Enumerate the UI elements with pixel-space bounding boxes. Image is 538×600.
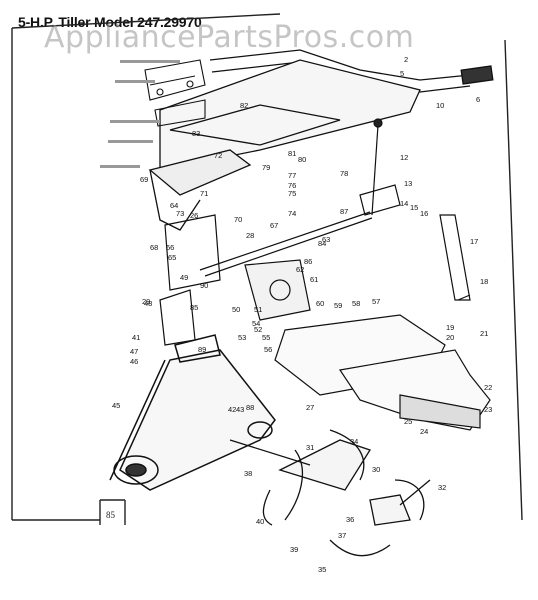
callout: 54 [252,319,260,328]
callout: 81 [288,149,296,158]
callout: 70 [234,215,242,224]
callout: 21 [480,329,488,338]
tine-shield [274,314,491,431]
callout: 59 [334,301,342,310]
callout: 12 [400,153,408,162]
callout: 69 [140,175,148,184]
callout: 43 [236,405,244,414]
callout: 47 [130,347,138,356]
callout: 49 [180,273,188,282]
callout: 73 [176,209,184,218]
callout: 62 [296,265,304,274]
callout: 36 [346,515,354,524]
callout: 66 [166,243,174,252]
callout: 20 [446,333,454,342]
callout: 65 [168,253,176,262]
callout: 14 [400,199,408,208]
callout: 2 [404,55,408,64]
upper-bracket [144,59,206,127]
callout: 88 [246,403,254,412]
callout: 82 [240,101,248,110]
callout: 41 [132,333,140,342]
callout: 72 [214,151,222,160]
callout: 84 [318,239,326,248]
callout: 79 [262,163,270,172]
callout: 18 [480,277,488,286]
callout: 76 [288,181,296,190]
callout: 55 [262,333,270,342]
callout: 89 [198,345,206,354]
callout: 19 [446,323,454,332]
callout: 22 [484,383,492,392]
callout: 74 [288,209,296,218]
callout: 60 [316,299,324,308]
callout: 90 [200,281,208,290]
callout: 40 [256,517,264,526]
page-number: 85 [106,510,115,520]
callout: 39 [290,545,298,554]
callout: 24 [420,427,428,436]
callout: 58 [352,299,360,308]
notes-text [100,60,180,168]
callout: 34 [350,437,358,446]
callout: 37 [338,531,346,540]
callout: 48 [144,299,152,308]
callout: 23 [484,405,492,414]
callout: 85 [190,303,198,312]
callout: 68 [150,243,158,252]
callout: 29 [142,297,150,306]
control-lever [199,118,471,301]
callout: 75 [288,189,296,198]
watermark: AppliancePartsPros.com [44,20,415,55]
callout: 38 [244,469,252,478]
callout: 51 [254,305,262,314]
callout: 63 [322,235,330,244]
callout: 61 [310,275,318,284]
handlebar-assembly [148,49,494,231]
callout: 50 [232,305,240,314]
chain-case [109,334,276,491]
callout: 16 [420,209,428,218]
callout: 52 [254,325,262,334]
callout: 71 [200,189,208,198]
callout: 83 [192,129,200,138]
callout: 57 [372,297,380,306]
callout: 56 [264,345,272,354]
callout: 10 [436,101,444,110]
callout: 25 [404,417,412,426]
callout: 35 [318,565,326,574]
callout: 27 [306,403,314,412]
page-frame [11,13,523,525]
callout: 26 [190,211,198,220]
callout: 13 [404,179,412,188]
callout: 31 [306,443,314,452]
callout: 6 [476,95,480,104]
callout: 77 [288,171,296,180]
callout: 80 [298,155,306,164]
callout: 87 [340,207,348,216]
callout: 46 [130,357,138,366]
callout: 30 [372,465,380,474]
callout: 32 [438,483,446,492]
tine-assembly [229,429,431,557]
callout: 67 [270,221,278,230]
callout: 86 [304,257,312,266]
callout: 17 [470,237,478,246]
callout: 42 [228,405,236,414]
callout: 15 [410,203,418,212]
diagram-title: 5-H.P. Tiller Model 247.29970 [18,14,202,30]
callout: 53 [238,333,246,342]
callout: 28 [246,231,254,240]
callout: 78 [340,169,348,178]
callout-labels: 2 5 6 10 12 13 14 15 16 17 18 19 20 21 2… [112,55,492,574]
callout: 5 [400,69,404,78]
callout: 45 [112,401,120,410]
callout: 64 [170,201,178,210]
